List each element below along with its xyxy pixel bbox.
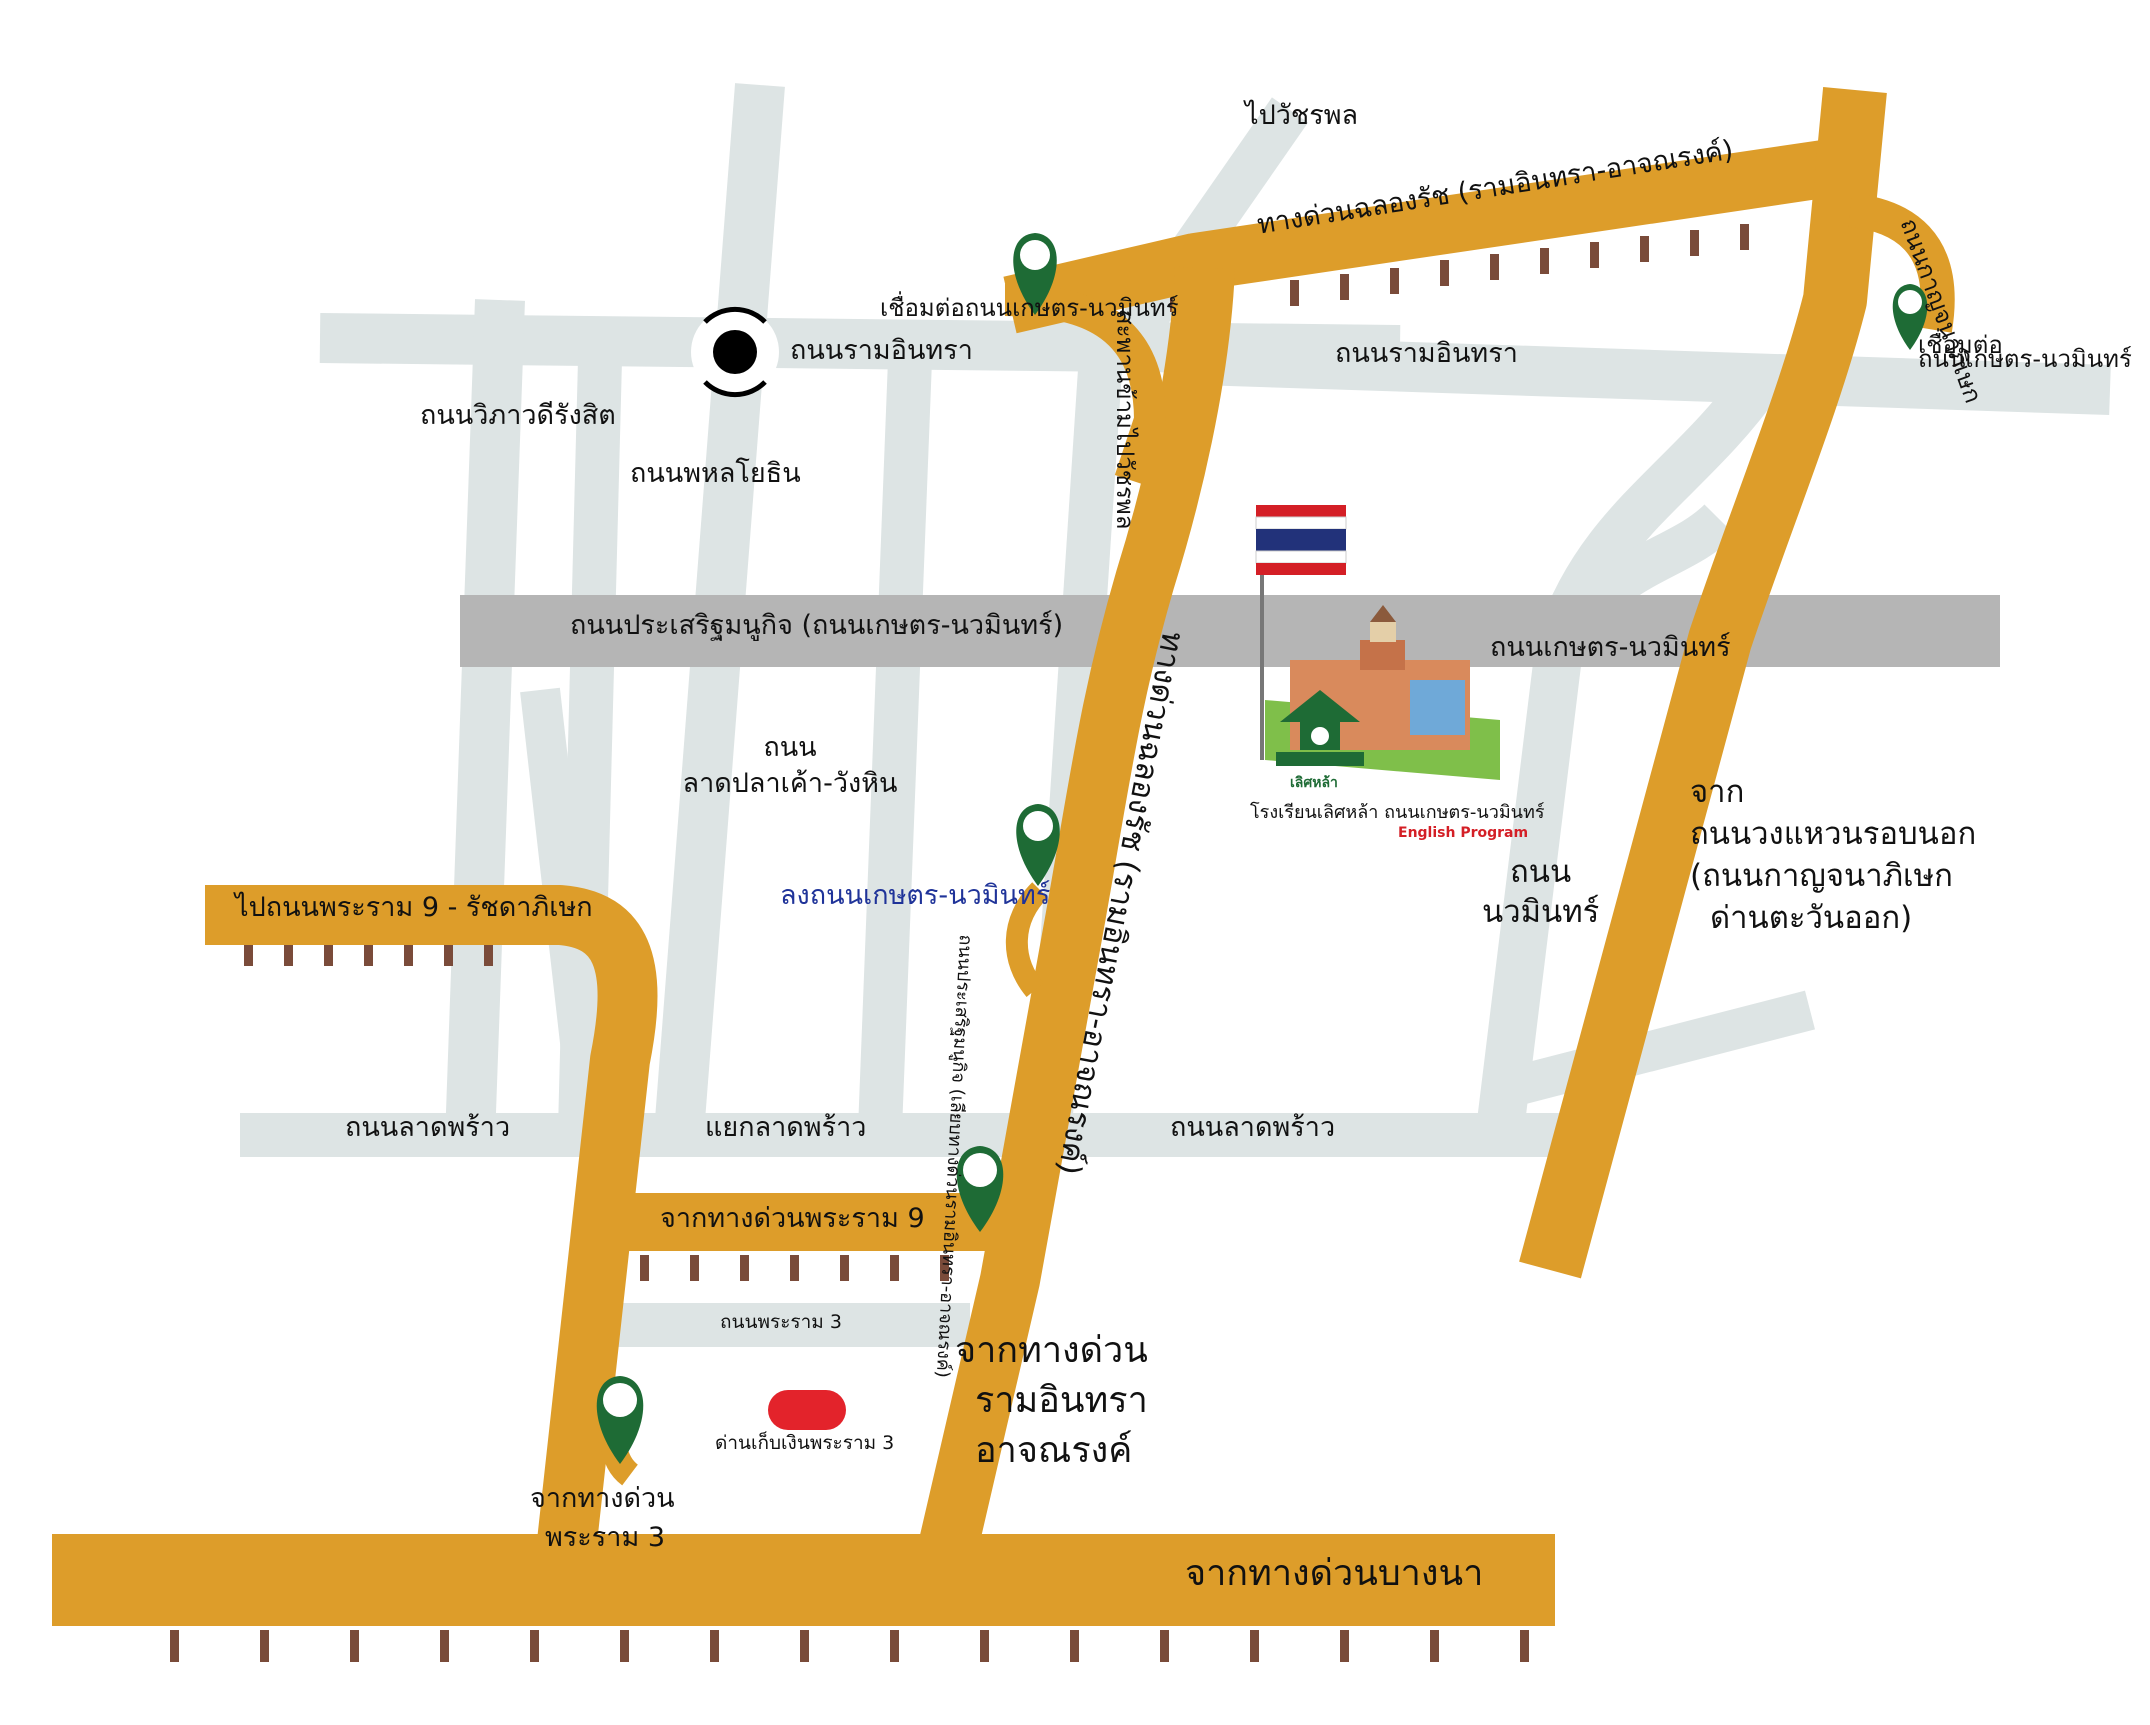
label-from-rama3-exp-1: จากทางด่วน: [530, 1483, 675, 1514]
ramindra-road-east: [1199, 335, 2111, 415]
label-from-bangna-exp: จากทางด่วนบางนา: [1185, 1553, 1484, 1594]
road-to-watcharaphon: [1111, 97, 1309, 353]
expressway-ties: [170, 224, 1749, 1662]
label-rama3-road: ถนนพระราม 3: [720, 1311, 842, 1333]
label-from-ramindra-exp-1: จากทางด่วน: [955, 1330, 1148, 1371]
label-from-outer-ring-3: (ถนนกาญจนาภิเษก: [1690, 858, 1953, 894]
label-ramindra-left: ถนนรามอินทรา: [790, 335, 973, 366]
school-building-icon: [1265, 605, 1500, 780]
label-ramindra-right: ถนนรามอินทรา: [1335, 338, 1518, 369]
roundabout-icon: [691, 306, 779, 398]
label-from-outer-ring-2: ถนนวงแหวนรอบนอก: [1690, 816, 1977, 852]
school-logo-text: เลิศหล้า: [1290, 775, 1338, 791]
label-connect-kaset-nawamin-left: เชื่อมต่อถนนเกษตร-นวมินทร์: [880, 294, 1179, 322]
label-lat-phrao-right: ถนนลาดพร้าว: [1170, 1112, 1336, 1143]
label-nawamin-1: ถนน: [1510, 854, 1572, 890]
location-pin-icon: [1892, 284, 1928, 350]
label-from-rama9-exp: จากทางด่วนพระราม 9: [660, 1203, 925, 1234]
label-toll-rama3: ด่านเก็บเงินพระราม 3: [715, 1432, 895, 1454]
label-kaset-nawamin: ถนนเกษตร-นวมินทร์: [1490, 632, 1731, 663]
label-phahonyothin: ถนนพหลโยธิน: [630, 458, 801, 489]
local-roads: [240, 83, 2111, 1347]
label-lat-pla-khao-2: ลาดปลาเค้า-วังหิน: [682, 768, 898, 799]
label-from-outer-ring-1: จาก: [1690, 774, 1745, 810]
school-name: โรงเรียนเลิศหล้า ถนนเกษตร-นวมินทร์: [1250, 802, 1545, 823]
label-bridge-to-watcharaphon: สะพานข้ามไปวัชรพล: [1111, 310, 1139, 530]
location-pin-icon: [596, 1376, 644, 1464]
location-pins: [596, 233, 1928, 1464]
label-lat-pla-khao-1: ถนน: [763, 732, 817, 763]
label-lat-phrao-junction: แยกลาดพร้าว: [705, 1112, 867, 1143]
label-nawamin-2: นวมินทร์: [1482, 894, 1600, 930]
exit-ramp: [1005, 882, 1049, 998]
vibhavadi-road: [445, 299, 525, 1141]
label-to-rama9: ไปถนนพระราม 9 - รัชดาภิเษก: [235, 892, 593, 923]
location-pin-icon: [956, 1146, 1004, 1232]
chalong-rat-top: [1003, 139, 1835, 334]
label-from-outer-ring-4: ด่านตะวันออก): [1710, 900, 1913, 936]
label-to-watcharaphon: ไปวัชรพล: [1245, 100, 1359, 131]
nawamin-south-branch: [1495, 990, 1815, 1110]
label-lat-phrao-left: ถนนลาดพร้าว: [345, 1112, 511, 1143]
outer-ring-road: [1519, 86, 1887, 1279]
toll-booth-icon: [768, 1390, 846, 1430]
rama9-expressway: [205, 885, 658, 1564]
chalong-rat-vertical: [915, 266, 1235, 1567]
local-road-c: [858, 359, 932, 1131]
school-program: English Program: [1398, 825, 1529, 841]
label-exit-kaset-nawamin: ลงถนนเกษตร-นวมินทร์: [780, 880, 1051, 911]
label-connect-right-2: ถนนเกษตร-นวมินทร์: [1918, 345, 2132, 373]
location-pin-icon: [1013, 233, 1057, 315]
label-prasert-manukit: ถนนประเสริฐมนูกิจ (ถนนเกษตร-นวมินทร์): [570, 610, 1064, 641]
label-vibhavadi: ถนนวิภาวดีรังสิต: [420, 400, 616, 431]
label-from-ramindra-exp-3: อาจณรงค์: [975, 1430, 1133, 1471]
label-from-ramindra-exp-2: รามอินทรา: [975, 1380, 1148, 1421]
thai-flag-icon: [1255, 505, 1347, 760]
location-pin-icon: [1016, 804, 1060, 886]
label-from-rama3-exp-2: พระราม 3: [545, 1522, 666, 1553]
label-connect-right-1: เชื่อมต่อ: [1918, 331, 2003, 359]
connect-right-curve: [1847, 193, 1955, 333]
